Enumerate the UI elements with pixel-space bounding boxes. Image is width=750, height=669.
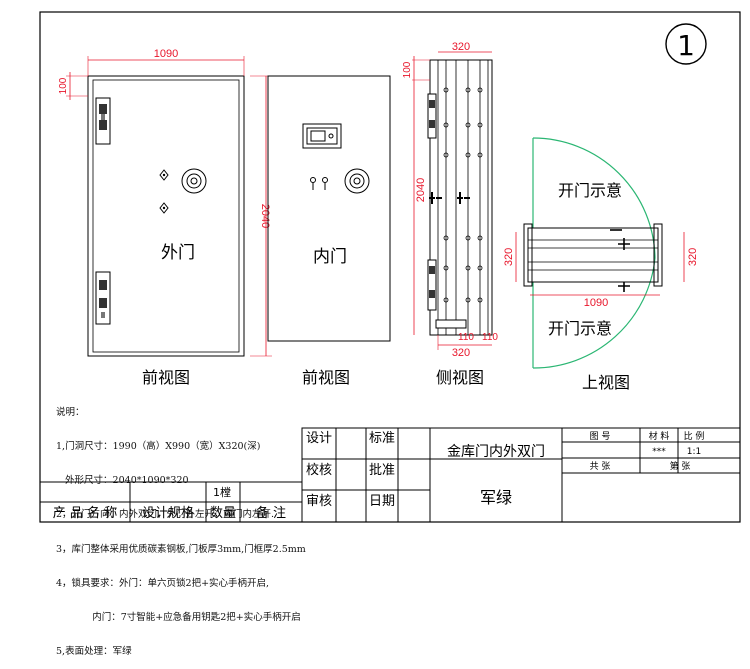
tb-color: 军绿 [480, 488, 512, 507]
side-dim-b1: 110 [458, 332, 474, 343]
tb-scale-value: 1:1 [687, 447, 701, 457]
tb-col-qty: 数量 [210, 506, 236, 521]
key-handles-icon [310, 177, 328, 190]
tb-product-name: 金库门内外双门 [447, 444, 545, 460]
tb-material: 材 料 [649, 430, 670, 442]
tb-col-name: 产 品 名 称 [53, 505, 117, 521]
notes-title: 说明： [56, 406, 85, 418]
tb-standard: 标准 [369, 431, 395, 446]
tb-design: 设计 [306, 431, 332, 446]
notes-line-6: 内门：7寸智能+应急备用钥匙2把+实心手柄开启 [56, 612, 301, 624]
sheet-number-badge: 1 [665, 23, 707, 65]
notes-line-3: 2，开门方向：内外双门，外门外左开，内门内左开. [56, 509, 275, 521]
notes-line-2: 外形尺寸：2040*1090*320 [56, 475, 189, 487]
tb-sheet-no: 第 张 [670, 460, 691, 472]
tb-col-note: 备 注 [256, 505, 286, 521]
inner-dial-icon [344, 168, 370, 194]
keyhole-icon [159, 169, 169, 214]
top-caption: 上视图 [582, 373, 630, 392]
side-dim-top: 320 [452, 41, 470, 53]
tb-total-sheets: 共 张 [590, 461, 611, 472]
side-dim-b2: 110 [482, 332, 498, 343]
side-caption: 侧视图 [436, 368, 484, 387]
notes-line-7: 5,表面处理：军绿 [56, 646, 132, 658]
front-view-outer-door: 外门 1090 2040 100 前视图 [58, 48, 272, 387]
tb-scale: 比 例 [684, 430, 705, 442]
top-view: 开门示意 开门示意 320 320 1090 上视图 [503, 137, 699, 392]
notes-line-5: 4，锁具要求：外门：单六页锁2把+实心手柄开启, [56, 577, 270, 589]
notes-line-4: 3，库门整体采用优质碳素钢板,门板厚3mm,门框厚2.5mm [56, 543, 306, 555]
side-dim-height: 2040 [415, 178, 427, 202]
notes-block: 说明： 1,门洞尺寸：1990（高）X990（宽）X320(深) 外形尺寸：20… [56, 384, 306, 669]
notes-line-1: 1,门洞尺寸：1990（高）X990（宽）X320(深) [56, 441, 261, 453]
tb-approve: 批准 [369, 463, 395, 478]
tb-qty: 1樘 [213, 485, 231, 499]
drawing-sheet: 1 外门 [39, 11, 741, 523]
combination-dial-icon [181, 168, 207, 194]
inner-door-label: 内门 [313, 247, 347, 267]
keypad-screen-icon [302, 123, 342, 149]
top-dim-bottom: 1090 [584, 297, 608, 309]
front-inner-caption: 前视图 [302, 368, 350, 387]
top-dim-left: 320 [503, 248, 515, 266]
dim-height: 2040 [259, 204, 271, 228]
sheet-number: 1 [677, 29, 695, 62]
tb-date: 日期 [369, 494, 395, 509]
front-view-inner-door: 内门 前视图 [267, 75, 391, 387]
swing-label-top: 开门示意 [558, 181, 622, 200]
hinge-top [95, 97, 111, 145]
swing-label-bottom: 开门示意 [548, 319, 612, 338]
top-dim-right: 320 [687, 248, 699, 266]
tb-col-spec: 设计规格 [142, 505, 194, 521]
tb-material-value: *** [652, 447, 666, 457]
side-dim-bottom: 320 [452, 347, 470, 359]
hinge-bottom [95, 271, 111, 325]
tb-check: 校核 [306, 462, 332, 478]
outer-door-label: 外门 [161, 243, 195, 263]
side-dim-left-top: 100 [402, 61, 413, 78]
dim-width: 1090 [154, 48, 178, 60]
dim-left: 100 [58, 77, 69, 94]
title-block [40, 427, 741, 523]
tb-drawing-no: 图 号 [590, 431, 611, 442]
title-block-text: 设计 校核 审核 标准 批准 日期 金库门内外双门 军绿 图 号 材 料 比 例… [53, 430, 705, 521]
front-outer-caption: 前视图 [142, 368, 190, 387]
tb-review: 审核 [306, 494, 332, 509]
side-view: 320 100 2040 320 110 110 侧视图 [402, 41, 498, 387]
